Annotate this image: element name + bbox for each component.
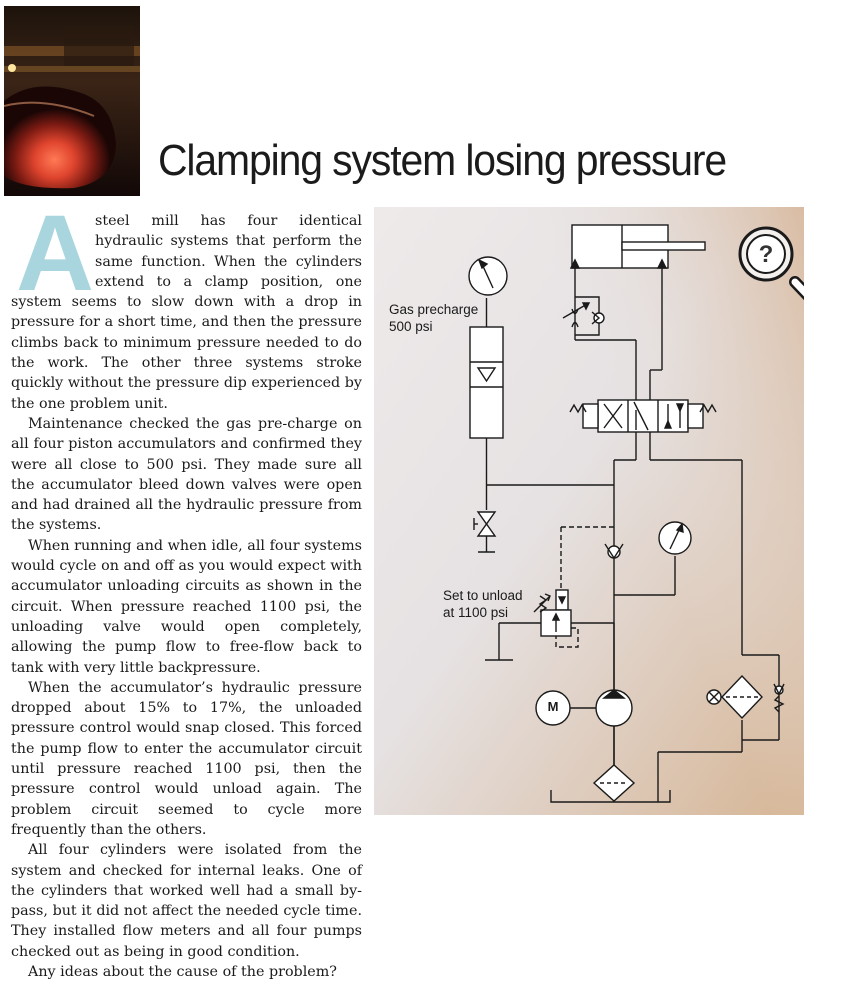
article-paragraph-3: When running and when idle, all four sys… xyxy=(11,537,362,676)
piston-accumulator xyxy=(469,298,504,439)
page-title: Clamping system losing pressure xyxy=(158,136,727,185)
hydraulic-pump xyxy=(595,623,633,727)
article-paragraph-5: All four cylinders were isolated from th… xyxy=(11,842,362,960)
reservoir-tank xyxy=(550,790,671,803)
flow-control-valve xyxy=(562,296,605,336)
article-paragraph-1: steel mill has four identical hydraulic … xyxy=(11,213,362,412)
article-paragraph-6: Any ideas about the cause of the problem… xyxy=(28,963,337,980)
steel-mill-photo xyxy=(4,6,140,196)
bleed-down-valve xyxy=(473,511,497,553)
check-valve xyxy=(604,543,624,560)
motor-label: M xyxy=(547,699,559,714)
hydraulic-cylinder xyxy=(569,224,706,269)
gas-precharge-label: Gas precharge 500 psi xyxy=(389,302,479,334)
return-filter xyxy=(706,654,785,741)
article-body: steel mill has four identical hydraulic … xyxy=(11,211,362,982)
unloading-valve xyxy=(485,526,614,661)
unload-setting-label: Set to unload at 1100 psi xyxy=(443,588,523,620)
system-pressure-gauge xyxy=(614,521,692,596)
accumulator-pressure-gauge xyxy=(468,256,508,296)
hydraulic-circuit-figure: Gas precharge 500 psi Set to unload at 1… xyxy=(374,207,844,815)
article-paragraph-2: Maintenance checked the gas pre-charge o… xyxy=(11,415,362,534)
suction-strainer xyxy=(592,726,636,802)
question-mark-label: ? xyxy=(758,241,774,268)
electric-motor xyxy=(535,690,571,726)
directional-valve xyxy=(569,399,717,433)
article-paragraph-4: When the accumulator’s hydraulic pressur… xyxy=(11,679,362,838)
